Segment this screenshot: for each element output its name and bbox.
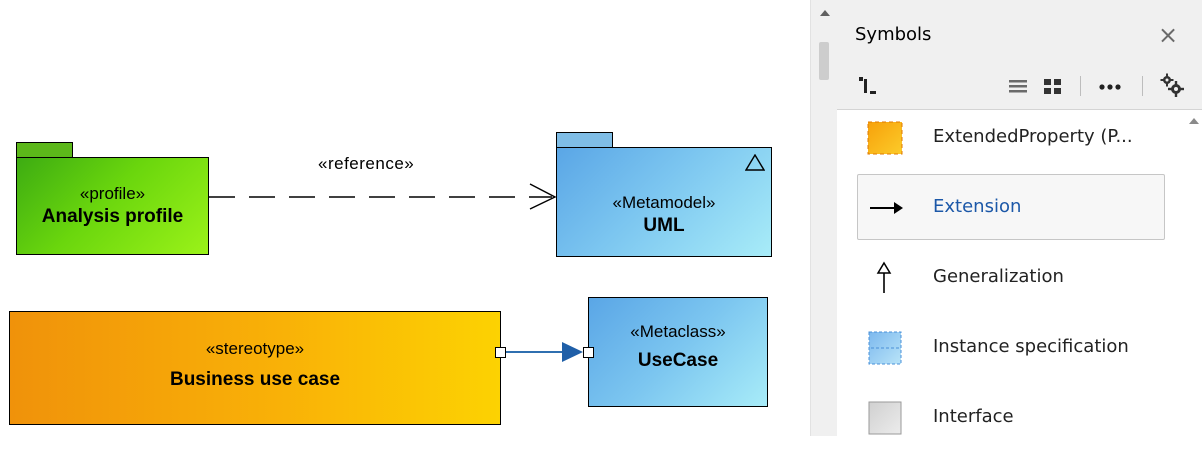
stereotype-class-stereotype: «stereotype» xyxy=(205,339,305,358)
grid-view-icon[interactable] xyxy=(1041,72,1065,100)
reference-label: «reference» xyxy=(318,154,415,173)
profile-package-tab xyxy=(16,142,73,158)
interface-icon xyxy=(866,401,906,435)
toolbar-separator xyxy=(1142,76,1143,96)
stereotype-class[interactable]: «stereotype» Business use case xyxy=(9,311,501,425)
extension-target-port[interactable] xyxy=(583,347,594,358)
list-view-icon[interactable] xyxy=(1007,72,1031,100)
close-icon[interactable]: × xyxy=(1157,21,1179,49)
list-item[interactable]: ExtendedProperty (P... xyxy=(857,104,1165,170)
metamodel-package-tab xyxy=(556,132,613,148)
extended-property-icon xyxy=(866,121,906,155)
metaclass-name: UseCase xyxy=(637,350,719,371)
scroll-up-icon[interactable] xyxy=(811,8,838,28)
profile-package[interactable]: «profile» Analysis profile xyxy=(16,157,209,255)
scroll-thumb[interactable] xyxy=(819,42,829,80)
settings-icon[interactable] xyxy=(1159,72,1187,100)
more-icon[interactable] xyxy=(1095,72,1125,100)
list-item[interactable]: Extension xyxy=(857,174,1165,240)
metamodel-package[interactable]: «Metamodel» UML xyxy=(556,147,772,257)
canvas-scrollbar[interactable] xyxy=(810,0,837,436)
metamodel-triangle-icon xyxy=(745,154,765,171)
profile-package-stereotype: «profile» xyxy=(79,184,146,203)
symbols-list: ExtendedProperty (P... Extension General… xyxy=(837,110,1187,436)
stereotype-class-name: Business use case xyxy=(169,369,341,390)
diagram-canvas[interactable]: «profile» Analysis profile «reference» «… xyxy=(0,0,810,436)
generalization-arrow-icon xyxy=(866,261,906,295)
list-item[interactable]: Generalization xyxy=(857,244,1165,310)
list-item[interactable]: Interface xyxy=(857,384,1165,450)
panel-toolbar xyxy=(837,62,1202,110)
profile-package-name: Analysis profile xyxy=(41,206,184,227)
diagram-connectors xyxy=(209,183,583,362)
toolbar-separator xyxy=(1080,76,1081,96)
list-item-label: Instance specification xyxy=(933,336,1129,357)
symbols-list-scrollbar[interactable] xyxy=(1187,110,1202,436)
reference-arrowhead xyxy=(529,183,557,210)
path-icon[interactable] xyxy=(855,72,881,100)
instance-specification-icon xyxy=(866,331,906,365)
list-item-label: Interface xyxy=(933,406,1014,427)
list-scroll-up-icon[interactable] xyxy=(1187,114,1202,130)
panel-title: Symbols xyxy=(855,24,932,45)
metaclass[interactable]: «Metaclass» UseCase xyxy=(588,297,768,407)
list-item[interactable]: Instance specification xyxy=(857,314,1165,380)
extension-arrow-icon xyxy=(866,191,906,225)
list-item-label: ExtendedProperty (P... xyxy=(933,126,1133,147)
metamodel-package-name: UML xyxy=(643,215,685,236)
list-item-label: Generalization xyxy=(933,266,1064,287)
panel-header: Symbols × xyxy=(837,0,1202,62)
extension-source-port[interactable] xyxy=(495,347,506,358)
metamodel-package-stereotype: «Metamodel» xyxy=(612,193,716,212)
metaclass-stereotype: «Metaclass» xyxy=(630,322,726,341)
extension-arrowhead xyxy=(562,342,583,362)
symbols-panel: Symbols × xyxy=(837,0,1202,436)
list-item-label: Extension xyxy=(933,196,1022,217)
